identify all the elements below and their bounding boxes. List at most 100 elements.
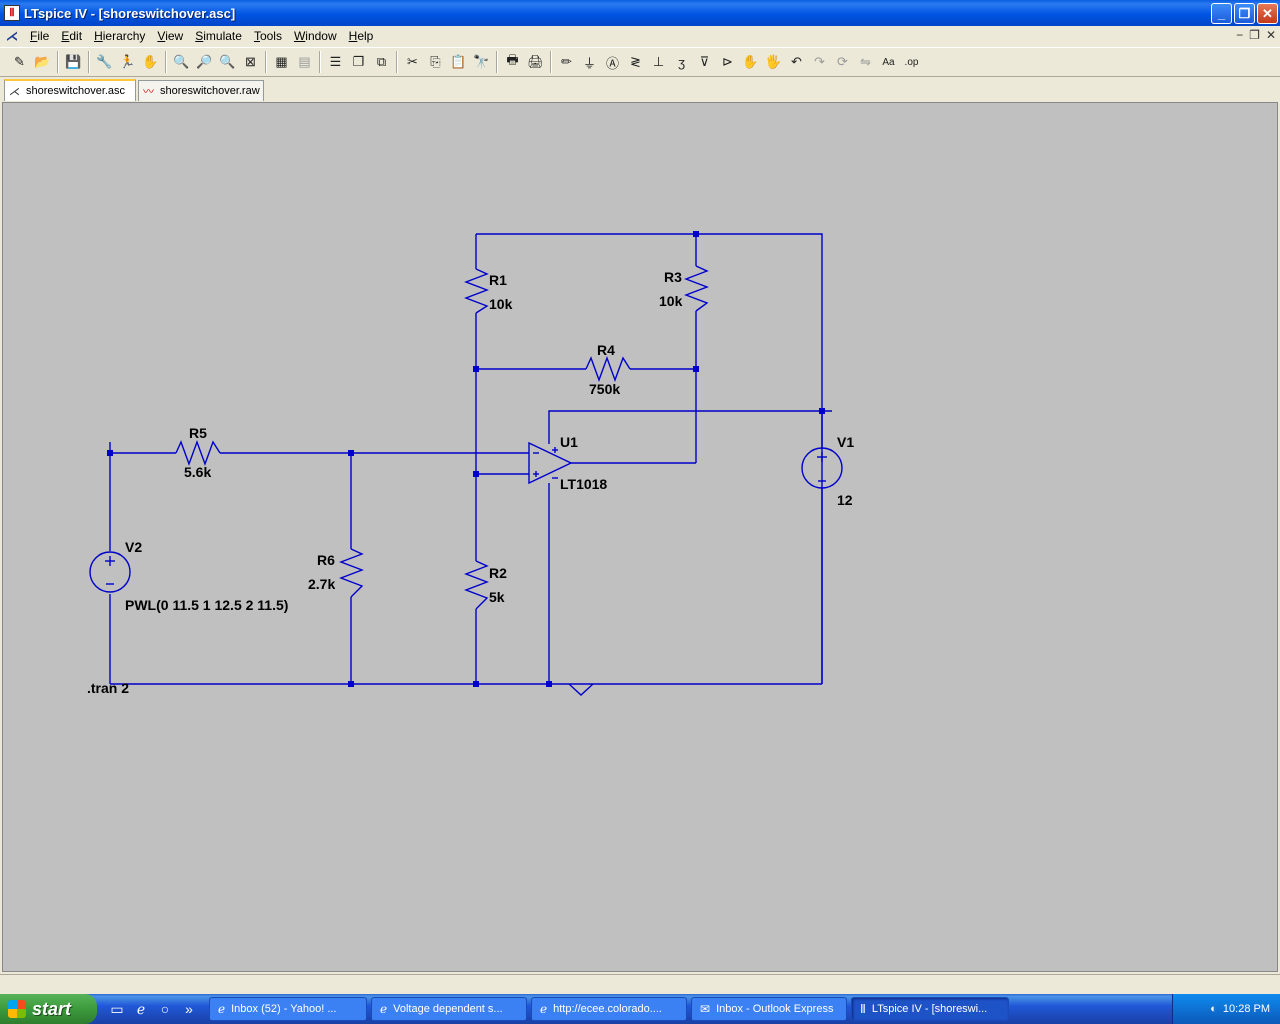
zoom-out-icon[interactable]: 🔍 bbox=[219, 54, 236, 69]
resistor-r1[interactable] bbox=[464, 268, 489, 314]
r2-ref[interactable]: R2 bbox=[489, 565, 507, 581]
r5-value[interactable]: 5.6k bbox=[184, 464, 211, 480]
v1-value[interactable]: 12 bbox=[837, 492, 853, 508]
mirror-icon[interactable]: ⇋ bbox=[860, 54, 871, 69]
tab-waveform[interactable]: 〰 shoreswitchover.raw bbox=[138, 80, 264, 101]
menu-simulate[interactable]: Simulate bbox=[195, 29, 242, 43]
inductor-icon[interactable]: ʒ bbox=[677, 54, 686, 70]
comparator-u1[interactable] bbox=[528, 441, 573, 485]
text-icon[interactable]: Aa bbox=[882, 56, 895, 68]
tile-vertical-icon[interactable]: ⧉ bbox=[376, 54, 387, 69]
tab-schematic[interactable]: ⋌ shoreswitchover.asc bbox=[4, 79, 136, 101]
tran-directive[interactable]: .tran 2 bbox=[87, 680, 129, 696]
new-schematic-icon[interactable]: ✎ bbox=[14, 54, 25, 69]
menu-view[interactable]: View bbox=[157, 29, 184, 43]
cut-icon[interactable]: ✂ bbox=[407, 54, 418, 69]
save-icon[interactable]: 💾 bbox=[65, 54, 82, 69]
move-icon[interactable]: ✋ bbox=[742, 54, 759, 69]
capacitor-icon[interactable]: ⊥ bbox=[652, 54, 665, 69]
pan-icon[interactable]: 🔎 bbox=[196, 54, 213, 69]
r1-ref[interactable]: R1 bbox=[489, 272, 507, 288]
tile-horizontal-icon[interactable]: ☰ bbox=[329, 54, 342, 69]
find-icon[interactable]: 🔭 bbox=[473, 54, 490, 69]
v1-ref[interactable]: V1 bbox=[837, 434, 854, 450]
u1-ref[interactable]: U1 bbox=[560, 434, 578, 450]
halt-icon[interactable]: ✋ bbox=[142, 54, 159, 69]
wires[interactable] bbox=[109, 233, 832, 685]
ground-icon[interactable]: ⏚ bbox=[582, 55, 596, 71]
ground-symbol[interactable] bbox=[568, 683, 594, 696]
menu-window[interactable]: Window bbox=[293, 29, 337, 43]
r6-value[interactable]: 2.7k bbox=[308, 576, 335, 592]
mdi-close-button[interactable]: ✕ bbox=[1265, 28, 1276, 42]
run-icon[interactable]: 🏃 bbox=[119, 54, 136, 69]
control-panel-icon[interactable]: 🔧 bbox=[96, 54, 113, 69]
resistor-r3[interactable] bbox=[684, 265, 709, 312]
rotate-icon[interactable]: ⟳ bbox=[837, 54, 848, 69]
component-icon[interactable]: ⊳ bbox=[722, 54, 733, 69]
show-desktop-icon[interactable]: ▭ bbox=[110, 1000, 124, 1017]
paste-icon[interactable]: 📋 bbox=[450, 54, 467, 69]
menu-file[interactable]: File bbox=[30, 29, 50, 43]
spice-directive-icon[interactable]: .op bbox=[904, 56, 919, 68]
document-icon[interactable]: ⋌ bbox=[6, 29, 18, 43]
menu-tools[interactable]: Tools bbox=[253, 29, 282, 43]
ie-icon[interactable]: ℯ bbox=[136, 1000, 146, 1017]
undo-icon[interactable]: ↶ bbox=[791, 54, 802, 69]
minimize-button[interactable]: _ bbox=[1211, 3, 1232, 24]
quick-launch: ▭ ℯ ○ » bbox=[107, 1001, 199, 1018]
copy-icon[interactable]: ⎘ bbox=[430, 54, 441, 69]
r5-ref[interactable]: R5 bbox=[189, 425, 207, 441]
resistor-r4[interactable] bbox=[585, 355, 631, 383]
draw-wire-icon[interactable]: ✏ bbox=[561, 54, 572, 69]
r1-value[interactable]: 10k bbox=[489, 296, 513, 312]
voltage-source-v1[interactable] bbox=[801, 447, 843, 489]
restore-button[interactable]: ❐ bbox=[1234, 3, 1255, 24]
r4-value[interactable]: 750k bbox=[589, 381, 620, 397]
resistor-icon[interactable]: ≷ bbox=[630, 54, 641, 69]
resistor-r6[interactable] bbox=[339, 548, 364, 598]
schematic-canvas[interactable]: R1 10k R3 10k R4 750k R5 5.6k R6 2.7k R2… bbox=[2, 102, 1278, 972]
menu-edit[interactable]: Edit bbox=[61, 29, 83, 43]
mdi-minimize-button[interactable]: − bbox=[1236, 28, 1244, 42]
print-icon[interactable]: 🖨 bbox=[527, 54, 544, 69]
autorange-icon[interactable]: ▦ bbox=[275, 54, 288, 69]
menu-help[interactable]: Help bbox=[348, 29, 374, 43]
v2-ref[interactable]: V2 bbox=[125, 539, 142, 555]
resistor-r5[interactable] bbox=[175, 439, 221, 467]
chevron-right-icon[interactable]: » bbox=[185, 1000, 193, 1017]
zoom-fit-icon[interactable]: ⊠ bbox=[245, 54, 256, 69]
diode-icon[interactable]: ⊽ bbox=[699, 54, 710, 69]
tray-icon[interactable]: ◐ bbox=[1210, 1003, 1217, 1015]
redo-icon[interactable]: ↷ bbox=[814, 54, 825, 69]
r2-value[interactable]: 5k bbox=[489, 589, 505, 605]
r6-ref[interactable]: R6 bbox=[317, 552, 335, 568]
voltage-source-v2[interactable] bbox=[89, 551, 131, 593]
u1-value[interactable]: LT1018 bbox=[560, 476, 607, 492]
r3-ref[interactable]: R3 bbox=[664, 269, 682, 285]
r4-ref[interactable]: R4 bbox=[597, 342, 615, 358]
grid-icon[interactable]: ▤ bbox=[298, 54, 311, 69]
start-button[interactable]: start bbox=[0, 994, 97, 1024]
close-button[interactable]: ✕ bbox=[1257, 3, 1278, 24]
open-icon[interactable]: 📂 bbox=[34, 54, 51, 69]
menu-hierarchy[interactable]: Hierarchy bbox=[94, 29, 146, 43]
r3-value[interactable]: 10k bbox=[659, 293, 683, 309]
label-net-icon[interactable]: Ⓐ bbox=[605, 55, 619, 71]
print-setup-icon[interactable]: 🖶 bbox=[506, 52, 519, 67]
mdi-restore-button[interactable]: ❐ bbox=[1249, 28, 1260, 42]
ltspice-app-icon[interactable]: Ⅱ bbox=[4, 5, 20, 21]
tab-bar: ⋌ shoreswitchover.asc 〰 shoreswitchover.… bbox=[0, 78, 1280, 102]
v2-value[interactable]: PWL(0 11.5 1 12.5 2 11.5) bbox=[125, 597, 288, 613]
cascade-icon[interactable]: ❐ bbox=[352, 54, 365, 69]
resistor-r2[interactable] bbox=[464, 560, 489, 610]
drag-icon[interactable]: 🖐 bbox=[765, 54, 782, 69]
search-icon[interactable]: ○ bbox=[160, 1000, 170, 1017]
zoom-in-icon[interactable]: 🔍 bbox=[173, 54, 190, 69]
taskbar-button[interactable]: ✉Inbox - Outlook Express bbox=[691, 997, 847, 1021]
